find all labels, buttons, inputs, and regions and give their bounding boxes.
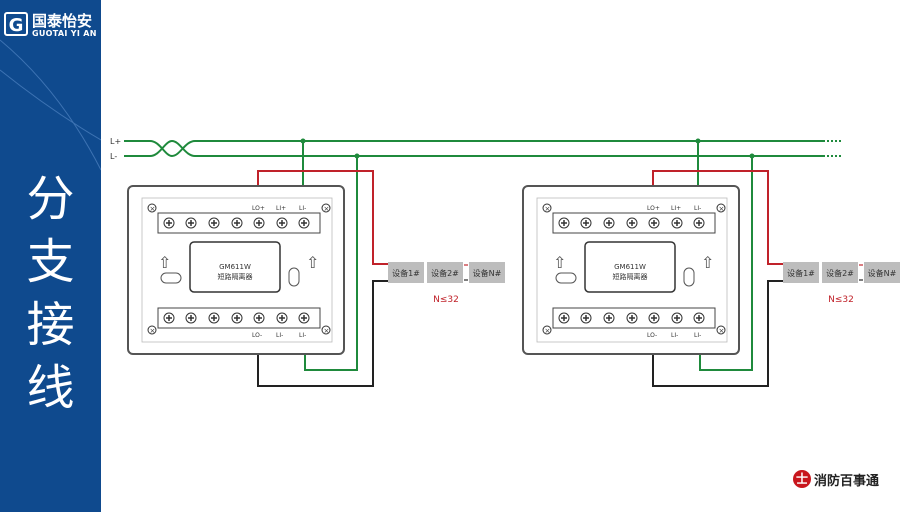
terminal-label: LI+ (276, 205, 286, 212)
mount-slot (683, 267, 695, 287)
bus-continuation (827, 140, 842, 157)
up-arrow-icon: ⇧ (158, 253, 171, 272)
sidebar: G 国泰怡安 GUOTAI YI AN 分 支 接 线 (0, 0, 101, 512)
terminal-label: LO+ (252, 205, 265, 212)
bus-label-lminus: L- (110, 152, 117, 161)
svg-text:×: × (545, 327, 551, 335)
terminal-label: LI- (299, 332, 306, 339)
fire-extinguisher-icon: 士 (793, 470, 811, 488)
device-chain: 设备1# 设备2# 设备N# N≤32 (783, 262, 900, 305)
isolator-group-1: × × LO+ LI+ LI- GM611W 短路隔离器 ⇧ ⇧ (127, 138, 505, 387)
brand-watermark: 士 消防百事通 (793, 468, 879, 490)
top-terminal-block: × × LO+ LI+ LI- (147, 203, 331, 234)
terminal-label: LO- (647, 332, 657, 339)
svg-text:×: × (719, 205, 725, 213)
terminal-label: LI- (671, 332, 678, 339)
title-char: 接 (26, 297, 75, 353)
svg-text:×: × (150, 327, 156, 335)
isolator-name: 短路隔离器 (613, 272, 648, 281)
title-char: 分 (26, 171, 75, 227)
logo-english-name: GUOTAI YI AN (32, 29, 97, 38)
mount-slot (160, 272, 182, 284)
brand-text: 消防百事通 (814, 473, 880, 489)
device-chain: 设备1# 设备2# 设备N# N≤32 (388, 262, 505, 305)
terminal-label: LI- (299, 205, 306, 212)
company-logo: G 国泰怡安 GUOTAI YI AN (2, 10, 100, 46)
svg-text:×: × (545, 205, 551, 213)
device-limit: N≤32 (828, 295, 854, 305)
device-label: 设备N# (868, 268, 897, 278)
terminal-label: LI- (694, 332, 701, 339)
device-label: 设备1# (392, 268, 420, 278)
title-char: 线 (26, 360, 75, 416)
terminal-label: LO+ (647, 205, 660, 212)
up-arrow-icon: ⇧ (306, 253, 319, 272)
bottom-terminal-block: × × LO- LI- LI- (542, 307, 726, 339)
isolator-name: 短路隔离器 (218, 272, 253, 281)
svg-text:×: × (719, 327, 725, 335)
terminal-label: LI- (276, 332, 283, 339)
title-char: 支 (26, 234, 75, 290)
decorative-arcs (0, 39, 101, 171)
terminal-label: LI- (694, 205, 701, 212)
bottom-terminal-block: × × LO- LI- LI- (147, 307, 331, 339)
svg-text:×: × (324, 327, 330, 335)
up-arrow-icon: ⇧ (701, 253, 714, 272)
terminal-label: LI+ (671, 205, 681, 212)
g-logo-icon: G (4, 12, 28, 36)
mount-slot (288, 267, 300, 287)
top-terminal-block: × × LO+ LI+ LI- (542, 203, 726, 234)
logo-chinese-name: 国泰怡安 (32, 12, 93, 30)
device-label: 设备N# (473, 268, 502, 278)
device-label: 设备1# (787, 268, 815, 278)
terminal-label: LO- (252, 332, 262, 339)
isolator-group-2: × × LO+ LI+ LI- GM611W 短路隔离器 ⇧ ⇧ (522, 138, 900, 387)
isolator-model: GM611W (614, 263, 646, 271)
mount-slot (555, 272, 577, 284)
device-label: 设备2# (431, 268, 459, 278)
isolator-model: GM611W (219, 263, 251, 271)
bus-label-lplus: L+ (110, 137, 121, 146)
section-title: 分 支 接 线 (0, 168, 101, 420)
device-label: 设备2# (826, 268, 854, 278)
svg-text:×: × (150, 205, 156, 213)
bus-wires (124, 139, 825, 158)
device-limit: N≤32 (433, 295, 459, 305)
up-arrow-icon: ⇧ (553, 253, 566, 272)
svg-text:×: × (324, 205, 330, 213)
